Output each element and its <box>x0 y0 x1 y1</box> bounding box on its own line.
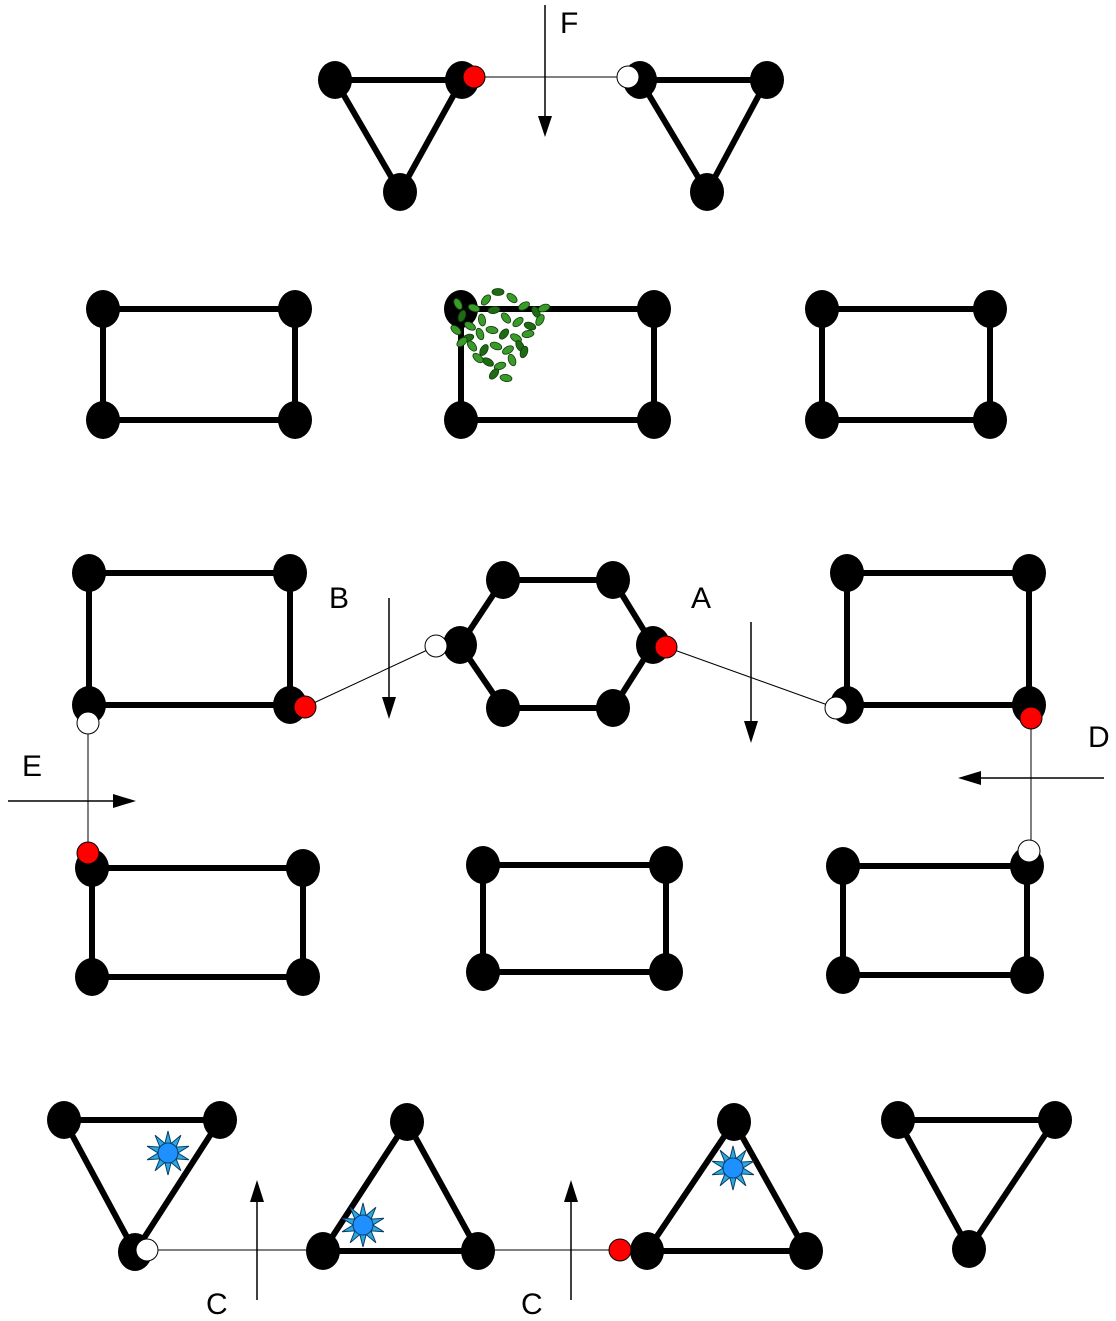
arrow-b <box>382 598 396 719</box>
red-marker <box>463 66 485 88</box>
hexagon-center <box>443 561 670 727</box>
white-marker <box>425 635 447 657</box>
label-c: C <box>206 1288 228 1321</box>
white-marker <box>617 66 639 88</box>
triangle-bottom-2 <box>306 1103 495 1270</box>
arrow-e <box>8 794 136 808</box>
label-a: A <box>691 582 711 615</box>
rect-row4-middle <box>466 846 683 991</box>
rect-row4-right <box>826 847 1044 994</box>
blue-star-icon <box>712 1146 754 1190</box>
arrow-a <box>744 622 758 743</box>
arrow-c-left <box>250 1180 264 1300</box>
white-marker <box>77 712 99 734</box>
label-d: D <box>1088 721 1110 754</box>
red-marker <box>1020 707 1042 729</box>
arrow-c-right <box>564 1180 578 1300</box>
white-marker <box>825 697 847 719</box>
rect-row3-right <box>830 554 1046 724</box>
triangle-top-right <box>623 61 784 211</box>
connector-b <box>305 646 436 707</box>
red-marker <box>77 842 99 864</box>
red-marker <box>655 636 677 658</box>
rect-row4-left <box>75 849 320 996</box>
rect-row2-right <box>805 290 1007 439</box>
red-marker <box>609 1239 631 1261</box>
label-b: B <box>329 582 349 615</box>
rect-row2-left <box>86 290 312 439</box>
triangle-top-left <box>318 61 479 211</box>
rect-row3-left <box>72 554 307 724</box>
triangle-bottom-3 <box>630 1103 823 1270</box>
arrow-f <box>538 5 552 137</box>
blue-star-icon <box>147 1131 189 1175</box>
label-f: F <box>560 7 578 40</box>
white-marker <box>1018 840 1040 862</box>
red-marker <box>294 696 316 718</box>
white-marker <box>136 1239 158 1261</box>
label-e: E <box>22 750 42 783</box>
triangle-bottom-4 <box>881 1101 1072 1268</box>
label-c: C <box>521 1288 543 1321</box>
rect-row2-middle <box>444 290 671 439</box>
